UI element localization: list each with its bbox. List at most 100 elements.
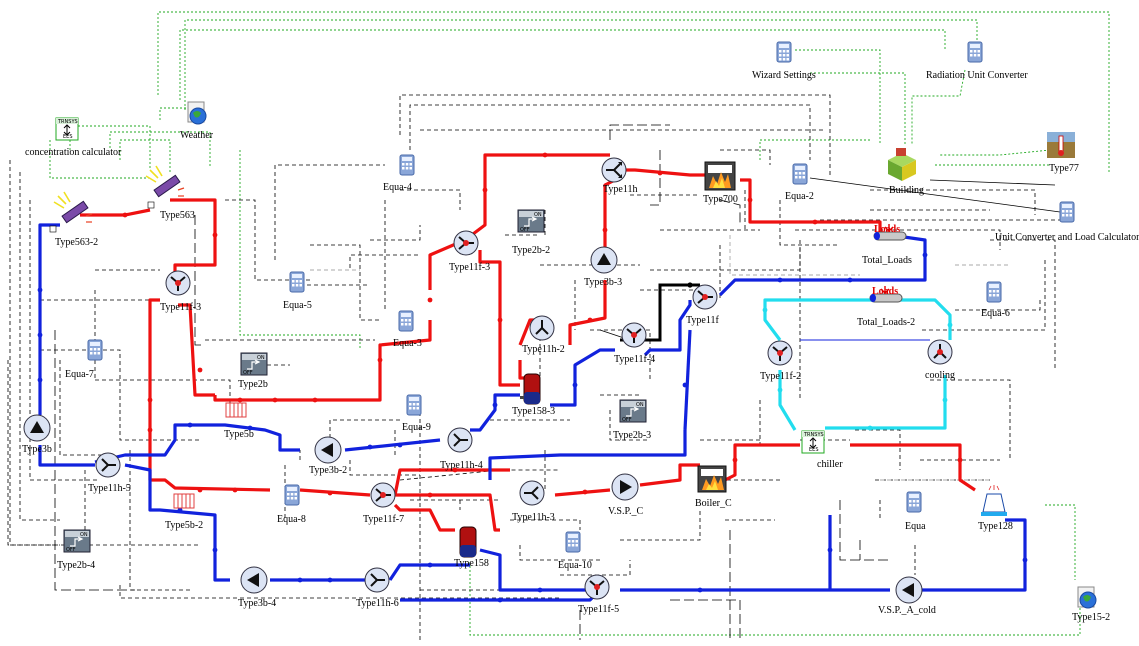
total-loads-2-icon[interactable]	[869, 286, 903, 303]
type2b-controller-icon[interactable]: ON OFF	[240, 352, 268, 376]
svg-text:OFF: OFF	[243, 370, 253, 376]
label-type11h2: Type11h-2	[522, 344, 565, 355]
label-boiler-c: Boiler_C	[695, 498, 732, 509]
equa3-calculator-icon[interactable]	[398, 310, 414, 332]
equa10-calculator-icon[interactable]	[565, 531, 581, 553]
weather-globe-icon[interactable]	[187, 101, 207, 125]
equa9-calculator-icon[interactable]	[406, 394, 422, 416]
type563-2-solar-icon[interactable]	[49, 191, 93, 233]
label-cooling: cooling	[925, 370, 955, 381]
label-loads: Loads	[874, 224, 900, 235]
label-equa5: Equa-5	[283, 300, 312, 311]
type2b-4-controller-icon[interactable]: ON OFF	[63, 529, 91, 553]
type5b-hx-icon[interactable]	[225, 402, 247, 418]
label-vsp-c: V.S.P._C	[608, 506, 643, 517]
type11f-icon[interactable]	[692, 284, 718, 310]
radiation-calculator-icon[interactable]	[967, 41, 983, 63]
cold-flow-dots	[37, 252, 1028, 603]
type11f-7-icon[interactable]	[370, 482, 396, 508]
label-type700: Type700	[703, 194, 738, 205]
label-type3b4: Type3b-4	[238, 598, 276, 609]
label-equa6: Equa-6	[981, 308, 1010, 319]
type2b-2-controller-icon[interactable]: ON OFF	[517, 209, 545, 233]
label-type11f-top: Type11f-3	[160, 302, 201, 313]
label-equa10: Equa-10	[558, 560, 592, 571]
type2b-3-controller-icon[interactable]: ON OFF	[619, 399, 647, 423]
conc-trnsys-ees-icon[interactable]: TRNSYS EES	[55, 117, 79, 141]
weather-links	[49, 11, 1110, 636]
label-type2b: Type2b	[238, 379, 268, 390]
type700-boiler-icon[interactable]	[704, 161, 736, 191]
type11f-4-icon[interactable]	[621, 322, 647, 348]
type15-2-globe-icon[interactable]	[1077, 586, 1097, 609]
building-icon[interactable]	[888, 148, 916, 181]
vsp-a-cold-pump-icon[interactable]	[895, 576, 923, 604]
type11h-top-icon[interactable]	[601, 157, 627, 183]
type128-tower-icon[interactable]	[981, 485, 1007, 516]
label-type11f2: Type11f-2	[760, 371, 801, 382]
type3b-pump-icon[interactable]	[23, 414, 51, 442]
label-unitconv: Unit Converter and Load Calculator-2	[995, 232, 1139, 243]
type77-icon[interactable]	[1047, 132, 1075, 158]
label-equa7: Equa-7	[65, 369, 94, 380]
type5b-2-hx-icon[interactable]	[173, 493, 195, 509]
svg-text:TRNSYS: TRNSYS	[57, 119, 78, 125]
equa4-calculator-icon[interactable]	[399, 154, 415, 176]
label-type11f3: Type11f-3	[449, 262, 490, 273]
type158-3-tank-icon[interactable]	[520, 373, 541, 405]
cooling-icon[interactable]	[927, 339, 953, 365]
type3b-2-pump-icon[interactable]	[314, 436, 342, 464]
type11f-top-icon[interactable]	[165, 270, 191, 296]
type11h-6-icon[interactable]	[364, 567, 390, 593]
long-dash-links	[54, 124, 890, 640]
equa2-calculator-icon[interactable]	[792, 163, 808, 185]
label-type128: Type128	[978, 521, 1013, 532]
type3b-3-pump-icon[interactable]	[590, 246, 618, 274]
label-building: Building	[889, 185, 924, 196]
unitconv-calculator-icon[interactable]	[1059, 201, 1075, 223]
equa7-calculator-icon[interactable]	[87, 339, 103, 361]
type11f-2-icon[interactable]	[767, 340, 793, 366]
type11h-3-icon[interactable]	[519, 480, 545, 506]
svg-text:ON: ON	[636, 402, 644, 408]
label-type2b2: Type2b-2	[512, 245, 550, 256]
type11h-4-icon[interactable]	[447, 427, 473, 453]
label-type11f7: Type11f-7	[363, 514, 404, 525]
label-equa4: Equa-4	[383, 182, 412, 193]
label-vsp-a-cold: V.S.P._A_cold	[878, 605, 936, 616]
svg-text:OFF: OFF	[520, 227, 530, 233]
type11f-3-icon[interactable]	[453, 230, 479, 256]
label-type5b: Type5b	[224, 429, 254, 440]
svg-text:ON: ON	[80, 532, 88, 538]
chiller-trnsys-ees-icon[interactable]: TRNSYS EES	[801, 430, 825, 454]
type11h-5-icon[interactable]	[95, 452, 121, 478]
label-type11f: Type11f	[686, 315, 719, 326]
equa8-calculator-icon[interactable]	[284, 484, 300, 506]
boiler-c-icon[interactable]	[697, 465, 727, 493]
label-equa3: Equa-3	[393, 338, 422, 349]
label-chiller: chiller	[817, 459, 843, 470]
svg-text:OFF: OFF	[622, 417, 632, 423]
label-equa: Equa	[905, 521, 926, 532]
type3b-4-pump-icon[interactable]	[240, 566, 268, 594]
label-type2b4: Type2b-4	[57, 560, 95, 571]
label-type3b: Type3b	[22, 444, 52, 455]
label-total-loads2: Total_Loads-2	[857, 317, 915, 328]
type11f-5-icon[interactable]	[584, 574, 610, 600]
type563-solar-icon[interactable]	[145, 165, 185, 209]
equa-calculator-icon[interactable]	[906, 491, 922, 513]
label-type11h6: Type11h-6	[356, 598, 399, 609]
label-type158: Type158	[454, 558, 489, 569]
wizard-calculator-icon[interactable]	[776, 41, 792, 63]
label-conc: concentration calculator	[25, 147, 122, 158]
equa5-calculator-icon[interactable]	[289, 271, 305, 293]
label-type158-3: Type158-3	[512, 406, 555, 417]
equa6-calculator-icon[interactable]	[986, 281, 1002, 303]
type11h-2-icon[interactable]	[529, 315, 555, 341]
type158-tank-icon[interactable]	[459, 526, 477, 558]
label-type11h3: Type11h-3	[512, 512, 555, 523]
svg-text:ON: ON	[257, 355, 265, 361]
vsp-c-pump-icon[interactable]	[611, 473, 639, 501]
total-loads-icon[interactable]	[873, 224, 907, 241]
